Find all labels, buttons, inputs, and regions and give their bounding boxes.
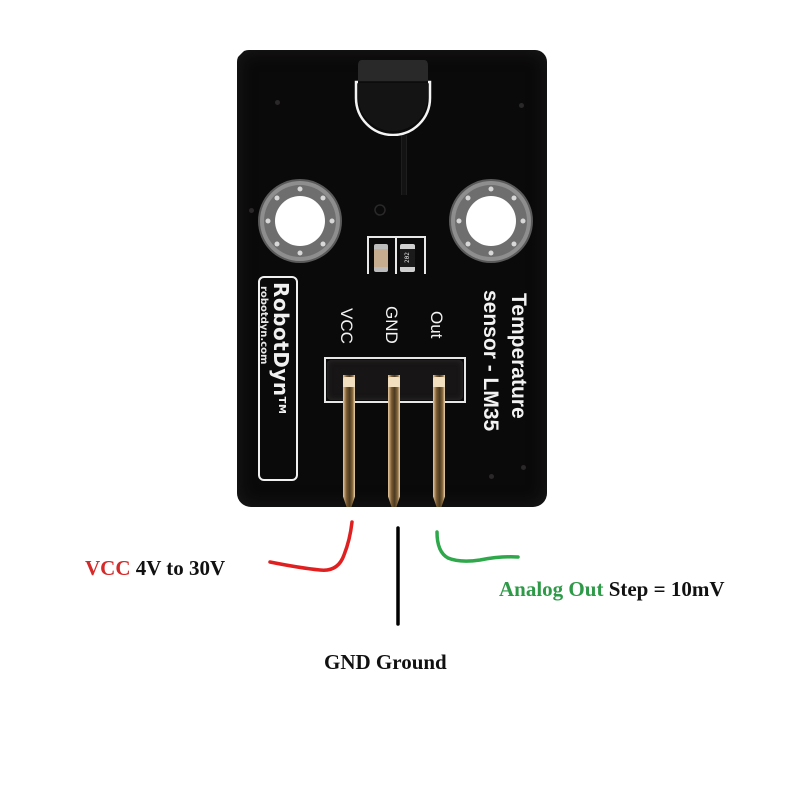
via-dot — [521, 465, 526, 470]
logo-trademark: TM — [276, 396, 287, 415]
via-dot — [519, 103, 524, 108]
pin-label-vcc: VCC — [337, 308, 356, 344]
mounting-hole-right — [449, 179, 533, 263]
pin-out — [433, 375, 445, 507]
pcb-trace — [401, 135, 407, 195]
pin-out-tip — [433, 377, 445, 387]
pin-gnd-tip — [388, 377, 400, 387]
pin-label-out: Out — [427, 311, 446, 339]
vcc-name: VCC — [85, 556, 131, 580]
robotdyn-url: robotdyn.com — [258, 286, 269, 365]
out-name: Analog Out — [499, 577, 604, 601]
board-title-line2: sensor - LM35 — [479, 290, 502, 432]
via-dot — [489, 474, 494, 479]
gnd-annotation: GND Ground — [324, 650, 447, 674]
pin-label-gnd: GND — [382, 306, 401, 344]
pin-vcc — [343, 375, 355, 507]
pin-vcc-tip — [343, 377, 355, 387]
smd-resistor — [400, 244, 415, 272]
out-desc: Step = 10mV — [608, 577, 725, 601]
robotdyn-logo-frame — [258, 276, 298, 481]
out-annotation: Analog Out Step = 10mV — [499, 577, 725, 601]
board-title-line1: Temperature — [507, 293, 530, 419]
vcc-desc: 4V to 30V — [135, 556, 226, 580]
smd-capacitor — [374, 244, 388, 272]
smd-divider — [395, 236, 397, 274]
via-dot — [249, 208, 254, 213]
robotdyn-logo: RobotDynTM — [269, 282, 293, 415]
gnd-desc: Ground — [375, 650, 447, 674]
mounting-hole-left — [258, 179, 342, 263]
pin-gnd — [388, 375, 400, 507]
via-dot — [275, 100, 280, 105]
via-ring-icon — [374, 204, 386, 216]
out-wire — [435, 530, 520, 563]
logo-name: RobotDyn — [269, 282, 293, 397]
lm35-sensor-chip — [354, 60, 432, 136]
vcc-annotation: VCC 4V to 30V — [85, 556, 225, 580]
resistor-code: 202 — [404, 252, 411, 264]
vcc-wire — [268, 520, 354, 572]
gnd-name: GND — [324, 650, 371, 674]
